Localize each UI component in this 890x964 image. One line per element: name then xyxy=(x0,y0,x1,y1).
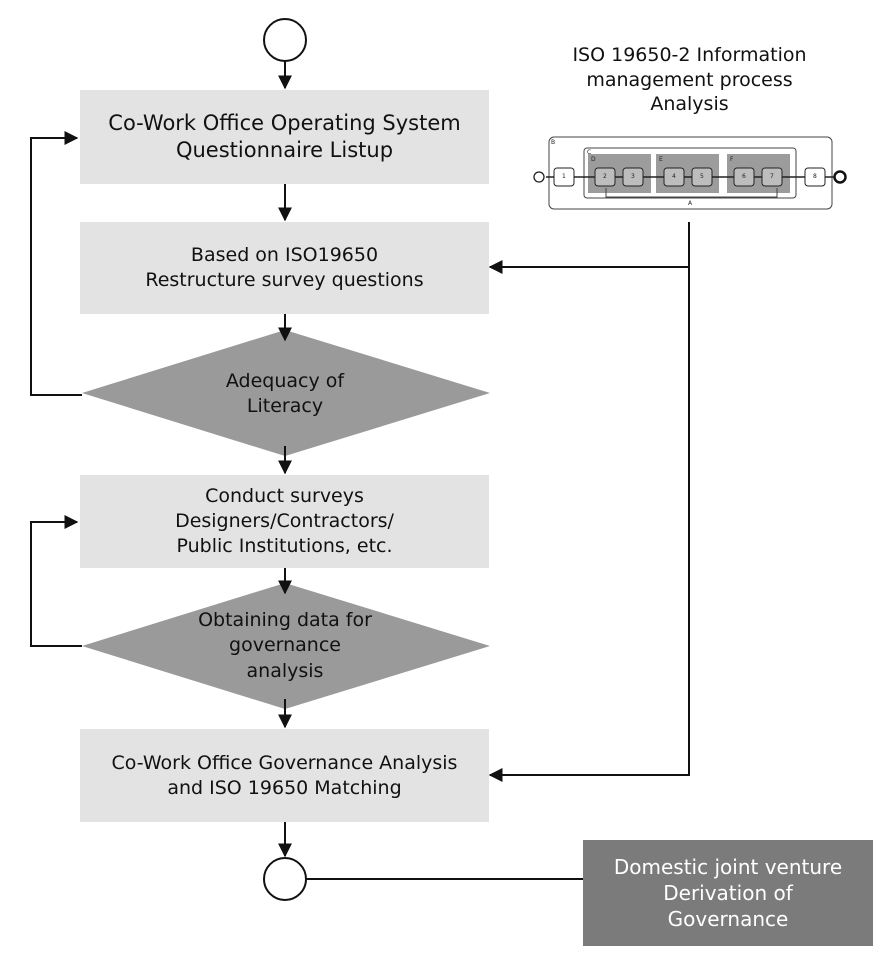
thumb-step-7: 7 xyxy=(770,173,774,180)
decision-obtaining-line-1: Obtaining data for xyxy=(198,609,372,632)
iso-process-thumbnail: B C D E F A 1 2 3 4 5 6 7 8 xyxy=(533,134,847,213)
iso-title-line-1: ISO 19650-2 Information xyxy=(572,44,807,66)
thumb-step-4: 4 xyxy=(672,173,676,180)
thumb-step-8: 8 xyxy=(813,173,817,180)
process-questionnaire-listup: Co-Work Office Operating System Question… xyxy=(80,90,489,184)
process-governance-analysis: Co-Work Office Governance Analysis and I… xyxy=(80,729,489,822)
iso-analysis-title: ISO 19650-2 Information management proce… xyxy=(519,43,860,117)
decision-obtaining-line-2: governance xyxy=(229,634,341,657)
loop-obtaining-to-conduct xyxy=(30,515,82,647)
thumb-step-6: 6 xyxy=(742,173,746,180)
connector-iso-to-analysis xyxy=(488,267,690,782)
thumb-label-d: D xyxy=(591,156,596,163)
thumb-step-5: 5 xyxy=(700,173,704,180)
thumb-label-b: B xyxy=(551,139,555,146)
process-questionnaire-listup-line-2: Questionnaire Listup xyxy=(175,138,394,162)
connector-iso-to-restructure xyxy=(488,222,690,274)
decision-adequacy-shape xyxy=(82,330,490,456)
decision-obtaining-data-shape xyxy=(82,583,490,709)
result-line-3: Governance xyxy=(667,907,789,931)
decision-obtaining-data-label: Obtaining data for governance analysis xyxy=(160,603,410,689)
decision-adequacy-line-1: Adequacy of xyxy=(225,369,345,392)
thumb-label-a: A xyxy=(688,200,693,207)
process-conduct-line-3: Public Institutions, etc. xyxy=(176,534,393,557)
thumb-step-2: 2 xyxy=(603,173,607,180)
process-restructure-line-1: Based on ISO19650 xyxy=(190,244,379,267)
result-line-1: Domestic joint venture xyxy=(613,855,843,879)
process-conduct-line-1: Conduct surveys xyxy=(205,485,364,508)
process-questionnaire-listup-line-1: Co-Work Office Operating System xyxy=(108,110,461,135)
iso-title-line-2: management process xyxy=(586,68,793,91)
thumb-label-e: E xyxy=(659,156,663,163)
result-governance-box: Domestic joint venture Derivation of Gov… xyxy=(583,840,873,946)
process-analysis-line-2: and ISO 19650 Matching xyxy=(167,776,402,799)
process-restructure-line-2: Restructure survey questions xyxy=(145,269,424,291)
thumb-step-3: 3 xyxy=(631,173,635,180)
thumb-label-f: F xyxy=(730,156,734,163)
thumb-label-c: C xyxy=(587,149,591,156)
loop-adequacy-to-listup xyxy=(30,131,82,396)
end-node xyxy=(263,857,307,901)
decision-adequacy-line-2: Literacy xyxy=(246,395,324,417)
process-conduct-surveys: Conduct surveys Designers/Contractors/ P… xyxy=(80,475,489,568)
process-restructure-questions: Based on ISO19650 Restructure survey que… xyxy=(80,222,489,314)
thumb-step-1: 1 xyxy=(562,173,566,180)
process-analysis-line-1: Co-Work Office Governance Analysis xyxy=(111,751,458,774)
result-line-2: Derivation of xyxy=(663,881,793,905)
decision-obtaining-line-3: analysis xyxy=(246,659,324,682)
process-conduct-line-2: Designers/Contractors/ xyxy=(175,510,394,533)
iso-title-line-3: Analysis xyxy=(650,93,729,116)
decision-adequacy-label: Adequacy of Literacy xyxy=(160,362,410,426)
start-node xyxy=(263,18,307,62)
